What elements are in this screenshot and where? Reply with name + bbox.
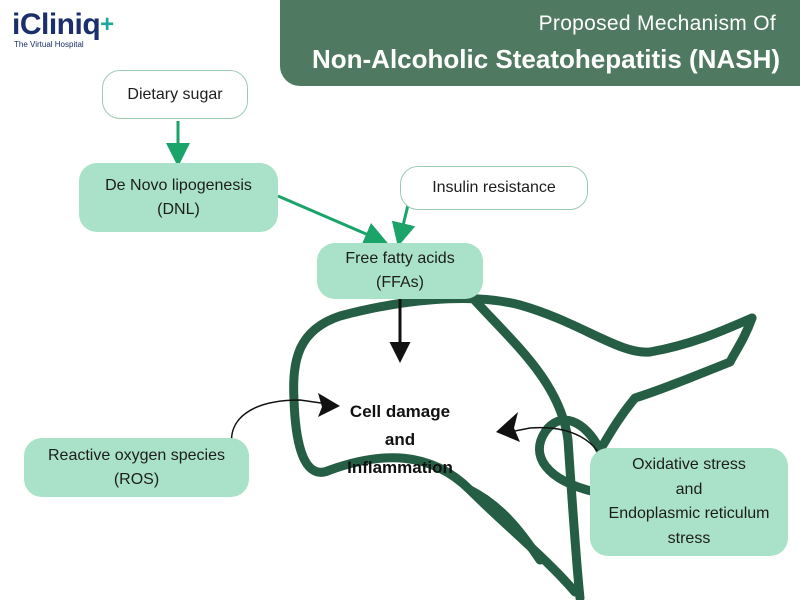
center-label: Cell damage and Inflammation <box>330 398 470 482</box>
logo-name: iCliniq <box>12 8 101 41</box>
dnl-line1: De Novo lipogenesis <box>105 176 252 194</box>
arrow-ros-head <box>318 393 340 417</box>
oxidative-line1: Oxidative stress <box>632 456 746 473</box>
node-dietary-sugar: Dietary sugar <box>102 70 248 119</box>
insulin-label: Insulin resistance <box>432 179 556 196</box>
logo-wordmark: iCliniq+ <box>12 10 114 40</box>
arrow-dnl-to-ffa <box>277 194 389 246</box>
arrow-insulin-to-ffa <box>391 204 416 247</box>
node-dnl: De Novo lipogenesis (DNL) <box>79 163 278 232</box>
oxidative-line4: stress <box>667 529 711 547</box>
banner-title: Non-Alcoholic Steatohepatitis (NASH) <box>311 44 780 74</box>
dietary-sugar-label: Dietary sugar <box>127 85 223 103</box>
oxidative-line3: Endoplasmic reticulum <box>608 505 770 522</box>
logo: iCliniq+ The Virtual Hospital <box>12 10 114 50</box>
ros-line1: Reactive oxygen species <box>48 446 225 464</box>
node-ffa: Free fatty acids (FFAs) <box>317 243 483 299</box>
node-oxidative-stress: Oxidative stress and Endoplasmic reticul… <box>590 448 788 556</box>
center-line1: Cell damage <box>349 402 451 421</box>
dnl-line2: (DNL) <box>157 200 200 218</box>
title-banner: Proposed Mechanism Of Non-Alcoholic Stea… <box>280 0 800 86</box>
node-ros: Reactive oxygen species (ROS) <box>24 438 249 497</box>
oxidative-line2: and <box>675 480 703 498</box>
ffa-line2: (FFAs) <box>376 274 424 291</box>
ffa-line1: Free fatty acids <box>345 250 455 267</box>
node-insulin-resistance: Insulin resistance <box>400 166 588 210</box>
liver-outline <box>289 290 757 600</box>
arrow-oxidative-head <box>496 412 520 442</box>
banner-subtitle: Proposed Mechanism Of <box>538 12 776 35</box>
arrow-ros-to-center <box>230 399 336 447</box>
center-line3: Inflammation <box>347 458 453 477</box>
ros-line2: (ROS) <box>113 470 160 488</box>
logo-tagline: The Virtual Hospital <box>14 40 84 49</box>
plus-icon: + <box>100 11 114 38</box>
center-line2: and <box>384 430 416 449</box>
